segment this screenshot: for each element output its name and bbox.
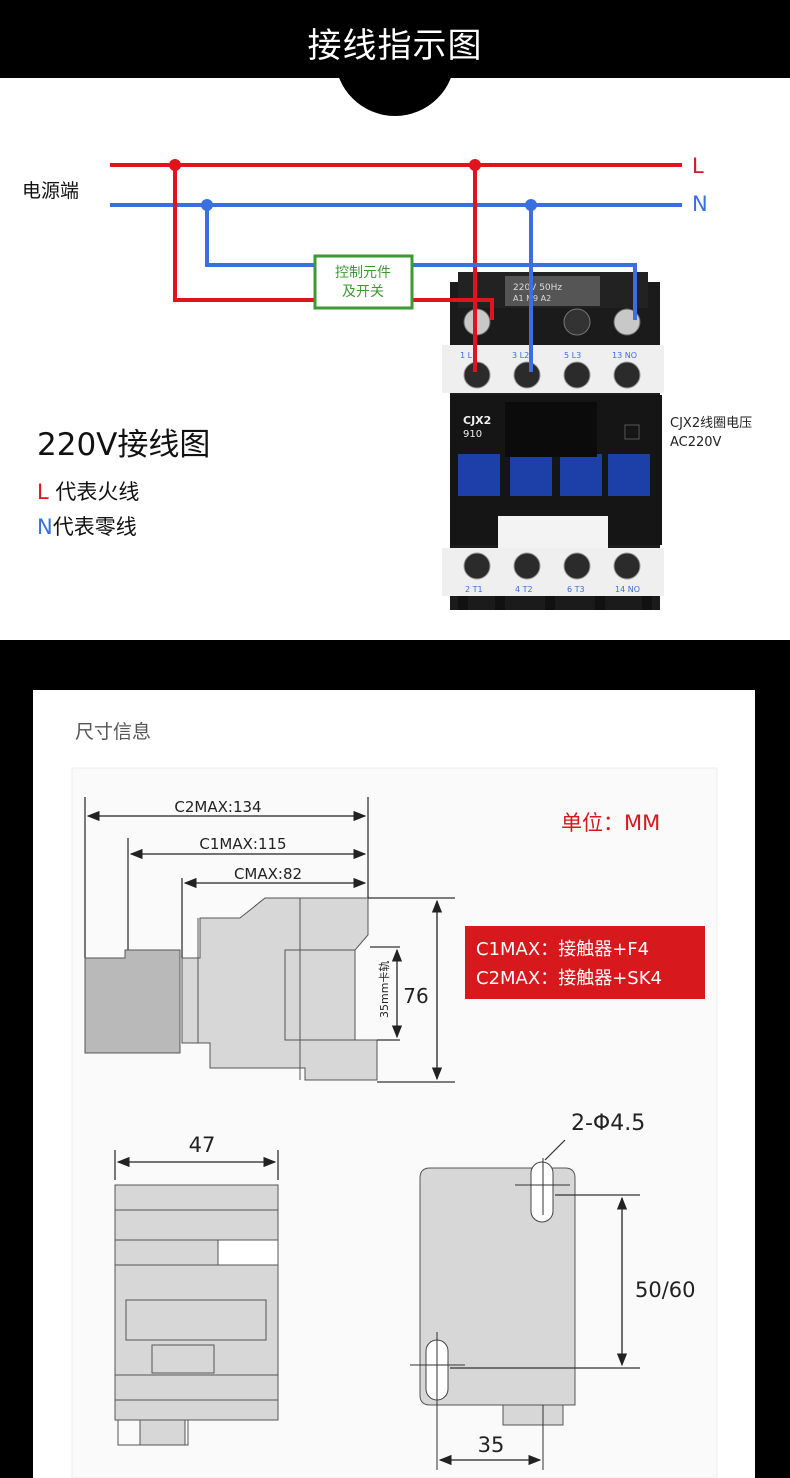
terminal-label-5: 5 L3 (564, 351, 581, 360)
live-junction-2 (469, 159, 481, 171)
control-switch-box (313, 254, 414, 310)
wiring-diagram: 电源端 L N 220V 50Hz A1 M9 A2 CJX2 910 1 L1… (22, 154, 752, 610)
hole-offset-label: 35 (478, 1433, 505, 1457)
contactor-model-number: 910 (463, 429, 482, 440)
height-label: 76 (403, 984, 428, 1008)
terminal-label-14: 14 NO (615, 585, 640, 594)
hole-label: 2-Φ4.5 (571, 1111, 645, 1136)
terminal-label-1: 1 L1 (460, 351, 477, 360)
note-c1max: C1MAX：接触器+F4 (476, 939, 649, 960)
terminal-label-6: 6 T3 (567, 585, 585, 594)
live-junction-1 (169, 159, 181, 171)
diagram-title: 220V接线图 (37, 427, 210, 463)
unit-label: 单位：MM (561, 811, 660, 835)
control-switch-label-2: 及开关 (342, 284, 384, 300)
terminal-label-4: 4 T2 (515, 585, 533, 594)
rail-label: 35mm卡轨 (377, 961, 391, 1018)
page-title: 接线指示图 (307, 26, 483, 66)
neutral-wiring (205, 205, 637, 372)
legend-neutral: N代表零线 (37, 515, 137, 539)
legend-neutral-marker: N (37, 515, 53, 539)
section-title: 尺寸信息 (75, 721, 151, 743)
neutral-junction-2 (525, 199, 537, 211)
width-label: 47 (189, 1133, 216, 1157)
c2max-label: C2MAX:134 (174, 798, 261, 816)
terminal-label-2: 2 T1 (465, 585, 483, 594)
control-switch-label-1: 控制元件 (335, 265, 391, 281)
coil-note-1: CJX2线圈电压 (670, 416, 752, 431)
power-label: 电源端 (22, 180, 79, 202)
front-view: 47 (114, 1133, 279, 1446)
legend-live-text: 代表火线 (49, 480, 140, 504)
legend-live-marker: L (37, 480, 49, 504)
c1max-label: C1MAX:115 (199, 835, 286, 853)
legend-neutral-text: 代表零线 (53, 515, 137, 539)
cmax-label: CMAX:82 (234, 865, 302, 883)
neutral-junction-1 (201, 199, 213, 211)
contactor-rating: 220V 50Hz (513, 283, 562, 293)
neutral-label: N (692, 192, 708, 216)
contactor-model: CJX2 (463, 414, 491, 427)
legend-live: L 代表火线 (37, 480, 139, 504)
back-view: 50/60 2-Φ4.5 35 (410, 1111, 696, 1470)
coil-note-2: AC220V (670, 435, 722, 450)
dimensions-drawing: 尺寸信息 C2MAX:134 C1MAX:115 CMAX:82 35mm卡轨 … (71, 721, 718, 1478)
live-label: L (692, 154, 704, 178)
note-c2max: C2MAX：接触器+SK4 (476, 968, 662, 989)
live-wiring (173, 165, 494, 372)
terminal-label-13: 13 NO (612, 351, 637, 360)
contactor: 220V 50Hz A1 M9 A2 CJX2 910 1 L1 3 L2 5 … (442, 272, 664, 610)
note-box (465, 926, 705, 999)
hole-spacing-label: 50/60 (635, 1278, 696, 1302)
side-view: C2MAX:134 C1MAX:115 CMAX:82 35mm卡轨 76 (84, 797, 455, 1083)
terminal-label-3: 3 L2 (512, 351, 529, 360)
